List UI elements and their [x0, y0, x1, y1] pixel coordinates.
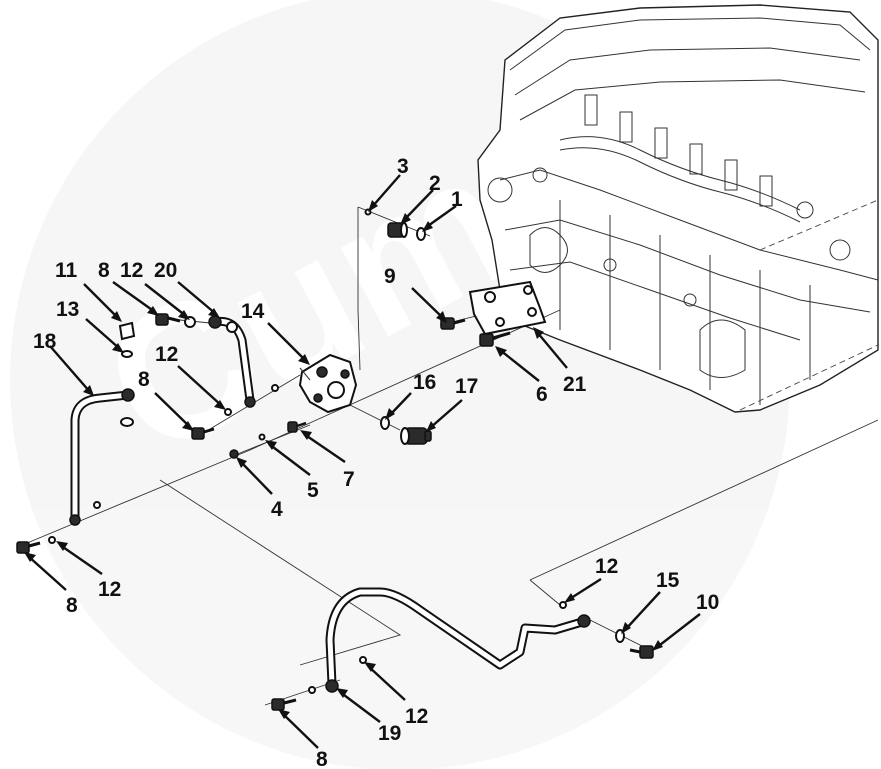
part-7-bolt [287, 421, 307, 433]
engine-block [477, 4, 879, 413]
callout-labels: 1 2 3 9 21 6 11 8 12 20 13 14 18 12 8 16… [33, 155, 719, 769]
callout-11: 11 [55, 259, 78, 282]
injectors [559, 94, 801, 223]
callout-15: 15 [656, 569, 680, 592]
callout-13: 13 [56, 298, 79, 321]
part-14-bracket [298, 353, 358, 414]
part-8-bolt-mid [191, 427, 215, 440]
callout-21: 21 [563, 373, 587, 396]
callout-8-top: 8 [98, 259, 110, 282]
part-8-bolt-bottom [271, 698, 297, 711]
callout-14: 14 [241, 300, 265, 323]
part-20-tube [184, 315, 256, 408]
callout-12-mid: 12 [155, 343, 178, 366]
part-10-bolt [629, 645, 654, 659]
part-18-tube [69, 388, 135, 526]
callout-12-bottom: 12 [405, 705, 428, 728]
part-2-fitting [387, 222, 408, 238]
callout-7: 7 [343, 468, 355, 491]
parts [16, 208, 654, 711]
part-17-fitting [400, 427, 432, 445]
part-8-bolt-top [155, 313, 181, 326]
callout-4: 4 [271, 498, 283, 521]
callout-17: 17 [455, 375, 478, 398]
callout-16: 16 [413, 371, 436, 394]
callout-9: 9 [384, 265, 396, 288]
callout-6: 6 [536, 383, 548, 406]
callout-10: 10 [696, 591, 719, 614]
callout-8-bottom: 8 [316, 748, 328, 769]
callout-12-lower-left: 12 [98, 578, 121, 601]
callout-8-lower-left: 8 [66, 594, 78, 617]
callout-19: 19 [378, 722, 401, 745]
part-21-plate [468, 280, 547, 336]
callout-8-mid: 8 [138, 368, 150, 391]
part-19-tube [325, 587, 591, 693]
callout-12-top: 12 [120, 259, 143, 282]
callout-3: 3 [397, 155, 409, 178]
callout-1: 1 [451, 188, 463, 211]
part-8-bolt-left [16, 541, 41, 554]
callout-2: 2 [429, 172, 441, 195]
callout-5: 5 [307, 479, 319, 502]
leader-lines [24, 174, 701, 749]
part-6-bolt [479, 331, 511, 347]
callout-18: 18 [33, 330, 57, 353]
part-11-cap [118, 321, 136, 341]
callout-20: 20 [154, 259, 177, 282]
callout-12-right: 12 [595, 555, 618, 578]
